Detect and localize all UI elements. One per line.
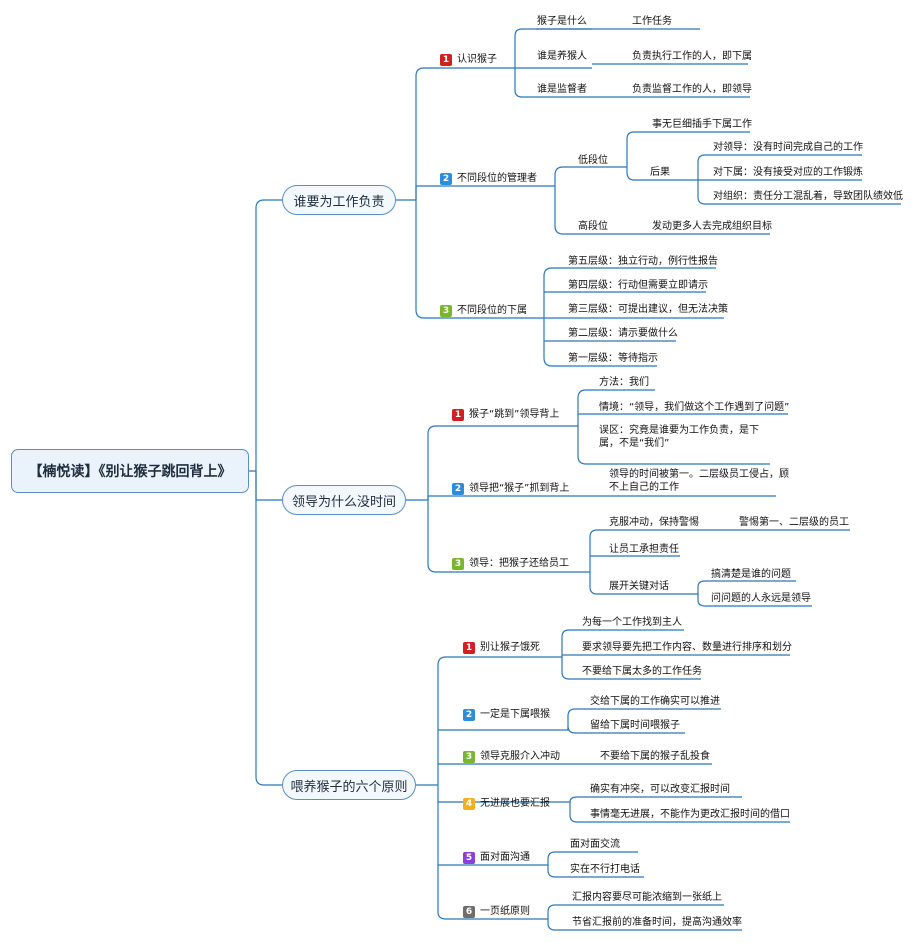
topic-node[interactable]: 问问题的人永远是领导 [711, 593, 811, 604]
topic-node[interactable]: 事情毫无进展，不能作为更改汇报时间的借口 [590, 809, 790, 820]
subtopic-label: 一页纸原则 [480, 906, 530, 917]
subtopic-return-monkey[interactable]: 3 领导：把猴子还给员工 [452, 557, 569, 570]
number-badge: 2 [463, 709, 475, 721]
number-badge: 3 [440, 305, 452, 317]
subtopic-label: 面对面沟通 [480, 852, 530, 863]
topic-node[interactable]: 事无巨细插手下属工作 [652, 119, 752, 130]
topic-node[interactable]: 负责监督工作的人，即领导 [632, 84, 752, 95]
topic-node[interactable]: 第五层级：独立行动，例行性报告 [568, 256, 718, 267]
topic-node[interactable]: 确实有冲突，可以改变汇报时间 [590, 784, 730, 795]
number-badge: 4 [463, 798, 475, 810]
number-badge: 3 [452, 558, 464, 570]
subtopic-know-monkey[interactable]: 1 认识猴子 [440, 53, 497, 66]
subtopic-label: 领导：把猴子还给员工 [469, 558, 569, 569]
topic-node[interactable]: 交给下属的工作确实可以推进 [590, 696, 720, 707]
main-node-label: 喂养猴子的六个原则 [290, 779, 408, 795]
topic-node[interactable]: 工作任务 [632, 16, 672, 27]
topic-node[interactable]: 误区：究竟是谁要为工作负责，是下属，不是“我们” [599, 425, 759, 449]
main-node-label: 领导为什么没时间 [291, 494, 396, 510]
subtopic-report-anyway[interactable]: 4 无进展也要汇报 [463, 797, 550, 810]
number-badge: 1 [440, 54, 452, 66]
topic-node[interactable]: 情境：“领导，我们做这个工作遇到了问题” [599, 402, 790, 413]
topic-node[interactable]: 谁是监督者 [537, 84, 587, 95]
number-badge: 3 [463, 751, 475, 763]
subtopic-label: 领导克服介入冲动 [480, 751, 560, 762]
number-badge: 5 [463, 852, 475, 864]
topic-node[interactable]: 方法：我们 [599, 377, 649, 388]
topic-node[interactable]: 汇报内容要尽可能浓缩到一张纸上 [572, 892, 722, 903]
topic-node[interactable]: 面对面交流 [570, 839, 620, 850]
topic-node[interactable]: 不要给下属太多的工作任务 [582, 666, 702, 677]
subtopic-label: 不同段位的管理者 [457, 173, 537, 184]
subtopic-subordinate-feeds[interactable]: 2 一定是下属喂猴 [463, 708, 550, 721]
topic-node[interactable]: 展开关键对话 [609, 581, 669, 592]
number-badge: 2 [440, 173, 452, 185]
topic-node[interactable]: 为每一个工作找到主人 [582, 617, 682, 628]
topic-node[interactable]: 高段位 [578, 221, 608, 232]
topic-node[interactable]: 留给下属时间喂猴子 [590, 720, 680, 731]
topic-node[interactable]: 低段位 [578, 155, 608, 166]
subtopic-label: 一定是下属喂猴 [480, 709, 550, 720]
subtopic-monkey-jumps[interactable]: 1 猴子“跳到”领导背上 [452, 408, 559, 421]
number-badge: 1 [452, 409, 464, 421]
subtopic-one-page[interactable]: 6 一页纸原则 [463, 905, 530, 918]
number-badge: 6 [463, 906, 475, 918]
topic-node[interactable]: 第一层级：等待指示 [568, 353, 658, 364]
subtopic-label: 领导把“猴子”抓到背上 [469, 483, 570, 494]
subtopic-label: 认识猴子 [457, 54, 497, 65]
main-node-no-time[interactable]: 领导为什么没时间 [282, 485, 406, 515]
number-badge: 2 [452, 483, 464, 495]
topic-node[interactable]: 实在不行打电话 [570, 864, 640, 875]
topic-node[interactable]: 警惕第一、二层级的员工 [739, 517, 849, 528]
topic-node[interactable]: 第三层级：可提出建议，但无法决策 [568, 304, 728, 315]
topic-node[interactable]: 对领导：没有时间完成自己的工作 [713, 142, 863, 153]
root-label: 【楠悦读】《别让猴子跳回背上》 [28, 464, 232, 480]
subtopic-leader-grabs[interactable]: 2 领导把“猴子”抓到背上 [452, 482, 569, 495]
topic-node[interactable]: 发动更多人去完成组织目标 [652, 221, 772, 232]
subtopic-subordinate-levels[interactable]: 3 不同段位的下属 [440, 304, 527, 317]
main-node-label: 谁要为工作负责 [293, 194, 385, 210]
topic-node[interactable]: 让员工承担责任 [609, 544, 679, 555]
subtopic-dont-starve[interactable]: 1 别让猴子饿死 [463, 641, 540, 654]
main-node-responsibility[interactable]: 谁要为工作负责 [282, 185, 396, 215]
topic-node[interactable]: 后果 [650, 167, 670, 178]
subtopic-resist-intervening[interactable]: 3 领导克服介入冲动 [463, 750, 560, 763]
topic-node[interactable]: 要求领导要先把工作内容、数量进行排序和划分 [582, 642, 792, 653]
subtopic-label: 不同段位的下属 [457, 305, 527, 316]
number-badge: 1 [463, 642, 475, 654]
subtopic-label: 猴子“跳到”领导背上 [469, 409, 560, 420]
topic-node[interactable]: 节省汇报前的准备时间，提高沟通效率 [572, 917, 742, 928]
topic-node[interactable]: 第四层级：行动但需要立即请示 [568, 280, 708, 291]
root-node[interactable]: 【楠悦读】《别让猴子跳回背上》 [11, 449, 249, 493]
topic-node[interactable]: 对组织：责任分工混乱着，导致团队绩效低 [713, 191, 903, 202]
topic-node[interactable]: 猴子是什么 [537, 16, 587, 27]
subtopic-manager-levels[interactable]: 2 不同段位的管理者 [440, 172, 537, 185]
subtopic-face-to-face[interactable]: 5 面对面沟通 [463, 851, 530, 864]
subtopic-label: 无进展也要汇报 [480, 798, 550, 809]
topic-node[interactable]: 领导的时间被第一。二层级员工侵占，顾不上自己的工作 [609, 469, 789, 493]
topic-node[interactable]: 对下属：没有接受对应的工作锻炼 [713, 167, 863, 178]
topic-node[interactable]: 负责执行工作的人，即下属 [632, 51, 752, 62]
topic-node[interactable]: 搞清楚是谁的问题 [711, 569, 791, 580]
topic-node[interactable]: 不要给下属的猴子乱投食 [600, 751, 710, 762]
main-node-six-principles[interactable]: 喂养猴子的六个原则 [282, 770, 416, 800]
topic-node[interactable]: 克服冲动，保持警惕 [609, 517, 699, 528]
topic-node[interactable]: 谁是养猴人 [537, 51, 587, 62]
topic-node[interactable]: 第二层级：请示要做什么 [568, 328, 678, 339]
subtopic-label: 别让猴子饿死 [480, 642, 540, 653]
